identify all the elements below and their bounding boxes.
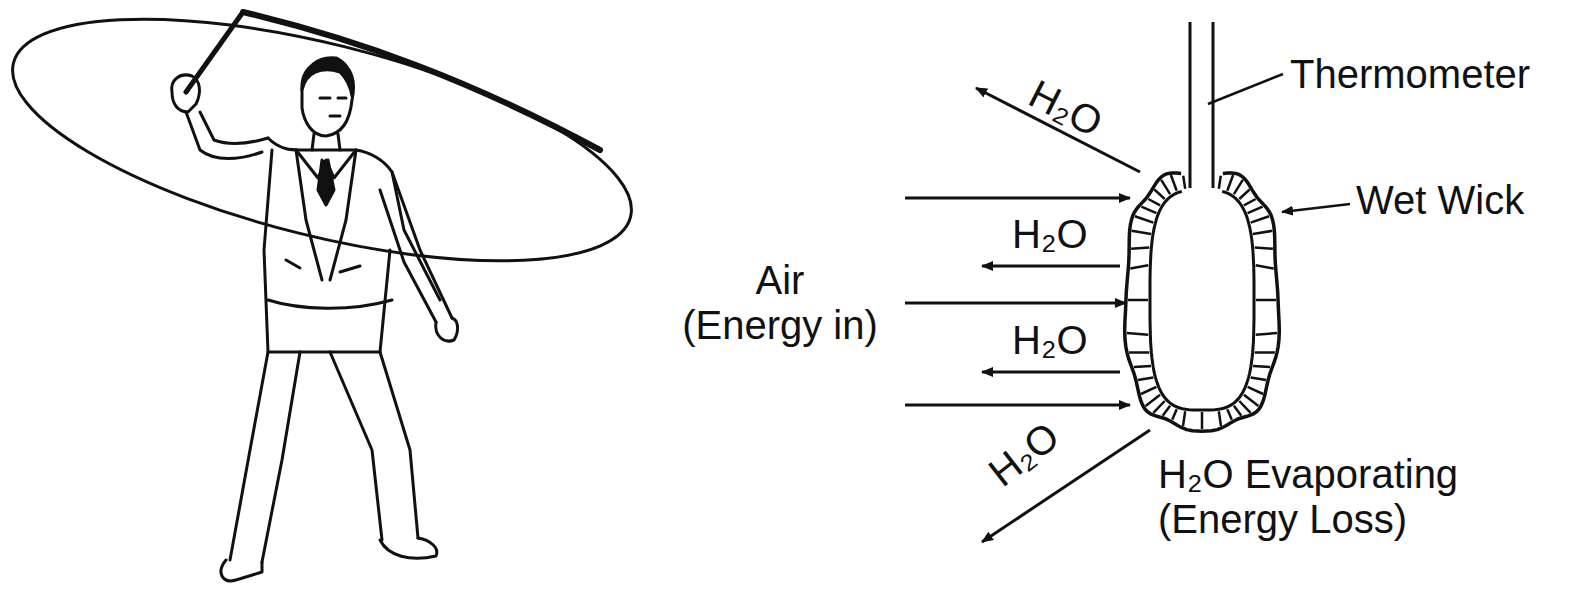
wick-outline xyxy=(1125,173,1280,431)
sling-thermometer xyxy=(243,12,600,150)
swing-path xyxy=(0,0,654,310)
part-label: Wet Wick xyxy=(1356,178,1524,223)
bulb-outline xyxy=(1150,191,1254,410)
energy-note: H₂O Evaporating (Energy Loss) xyxy=(1158,452,1459,542)
vapour-label: H₂O xyxy=(1012,212,1088,257)
part-label: Thermometer xyxy=(1290,52,1530,97)
energy-note: Air (Energy in) xyxy=(682,258,878,348)
vapour-label: H₂O xyxy=(1012,318,1088,363)
vapour-label: H₂O xyxy=(980,413,1067,495)
thermometer-stem xyxy=(1190,22,1213,188)
air-arrows xyxy=(905,198,1130,405)
wick-fibres xyxy=(1127,175,1277,429)
man-figure xyxy=(0,0,654,581)
sling-handle xyxy=(186,12,243,92)
